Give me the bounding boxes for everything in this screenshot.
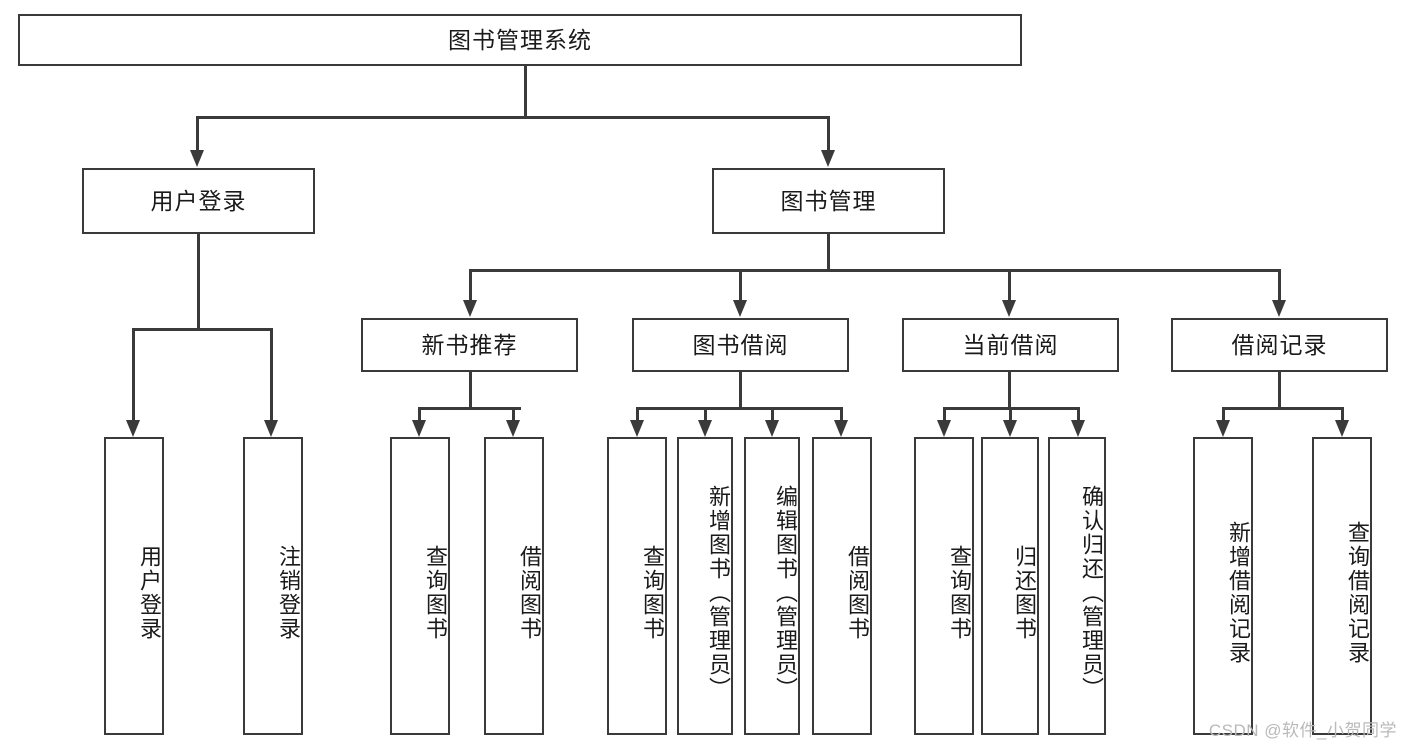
connector-book-mgmt-stem xyxy=(827,234,830,270)
arrow-to-leaf-borrow-book-2 xyxy=(834,420,848,437)
leaf-user-login[interactable]: 用户登录 xyxy=(104,437,164,735)
arrow-to-leaf-query-record xyxy=(1335,420,1349,437)
leaf-edit-book-admin[interactable]: 编辑图书（管理员） xyxy=(744,437,800,735)
connector-drop-user-login xyxy=(196,116,199,150)
connector-drop-leaf-query-record xyxy=(1341,407,1344,420)
node-label: 图书管理 xyxy=(780,187,877,214)
node-user-login[interactable]: 用户登录 xyxy=(82,168,315,234)
leaf-confirm-return-admin[interactable]: 确认归还（管理员） xyxy=(1048,437,1106,735)
node-label: 当前借阅 xyxy=(962,331,1059,358)
arrow-to-leaf-query-book-1 xyxy=(412,420,426,437)
node-label: 确认归还（管理员） xyxy=(1079,485,1104,701)
connector-drop-new-books xyxy=(469,269,472,300)
node-book-management[interactable]: 图书管理 xyxy=(712,168,945,234)
connector-drop-leaf-confirm-return xyxy=(1077,407,1080,420)
connector-bus-level3 xyxy=(469,269,1280,272)
arrow-to-user-login xyxy=(190,150,204,167)
arrow-to-current-borrow xyxy=(1002,300,1016,317)
arrow-to-leaf-add-book xyxy=(698,420,712,437)
node-book-borrow[interactable]: 图书借阅 xyxy=(632,318,849,372)
connector-new-books-stem xyxy=(469,372,472,408)
connector-current-borrow-stem xyxy=(1008,372,1011,408)
arrow-to-borrow-records xyxy=(1272,300,1286,317)
leaf-borrow-book-borrow[interactable]: 借阅图书 xyxy=(812,437,872,735)
arrow-to-leaf-edit-book xyxy=(765,420,779,437)
arrow-to-borrow xyxy=(733,300,747,317)
node-label: 查询图书 xyxy=(947,545,972,641)
leaf-logout[interactable]: 注销登录 xyxy=(243,437,303,735)
connector-user-login-stem xyxy=(197,234,200,329)
leaf-query-book-current[interactable]: 查询图书 xyxy=(914,437,974,735)
node-label: 新增图书（管理员） xyxy=(706,485,731,701)
connector-drop-borrow xyxy=(739,269,742,300)
arrow-to-leaf-query-book-2 xyxy=(630,420,644,437)
node-label: 编辑图书（管理员） xyxy=(773,485,798,701)
node-label: 借阅图书 xyxy=(517,545,542,641)
node-label: 新书推荐 xyxy=(421,331,518,358)
connector-bus-new-books-leaves xyxy=(418,407,521,410)
connector-drop-leaf-query-book-2 xyxy=(636,407,639,420)
arrow-to-leaf-borrow-book-1 xyxy=(506,420,520,437)
connector-drop-leaf-add-record xyxy=(1222,407,1225,420)
connector-drop-leaf-query-book-1 xyxy=(418,407,421,420)
connector-bus-borrow-records-leaves xyxy=(1222,407,1341,410)
connector-drop-leaf-logout xyxy=(270,328,273,420)
node-new-book-recommend[interactable]: 新书推荐 xyxy=(361,318,578,372)
node-label: 图书借阅 xyxy=(692,331,789,358)
node-label: 图书管理系统 xyxy=(448,26,592,53)
connector-drop-leaf-borrow-book-1 xyxy=(512,407,515,420)
connector-drop-leaf-user-login xyxy=(132,328,135,420)
leaf-return-book[interactable]: 归还图书 xyxy=(981,437,1039,735)
leaf-query-borrow-record[interactable]: 查询借阅记录 xyxy=(1312,437,1372,735)
connector-drop-leaf-add-book xyxy=(704,407,707,420)
node-label: 注销登录 xyxy=(276,545,301,641)
connector-borrow-stem xyxy=(739,372,742,408)
node-label: 借阅图书 xyxy=(845,545,870,641)
connector-bus-borrow-leaves xyxy=(636,407,842,410)
node-label: 借阅记录 xyxy=(1231,331,1328,358)
connector-root-stem xyxy=(524,66,527,117)
connector-borrow-records-stem xyxy=(1278,372,1281,408)
arrow-to-leaf-confirm-return xyxy=(1071,420,1085,437)
connector-drop-borrow-records xyxy=(1278,269,1281,300)
leaf-borrow-book-recommend[interactable]: 借阅图书 xyxy=(484,437,544,735)
arrow-to-leaf-return-book xyxy=(1003,420,1017,437)
connector-bus-level2 xyxy=(197,116,829,119)
connector-drop-leaf-borrow-book-2 xyxy=(840,407,843,420)
node-label: 新增借阅记录 xyxy=(1226,521,1251,665)
node-label: 用户登录 xyxy=(137,545,162,641)
leaf-add-borrow-record[interactable]: 新增借阅记录 xyxy=(1193,437,1253,735)
arrow-to-leaf-add-record xyxy=(1216,420,1230,437)
node-root-system[interactable]: 图书管理系统 xyxy=(18,14,1022,66)
connector-drop-book-mgmt xyxy=(827,116,830,150)
node-label: 用户登录 xyxy=(150,187,247,214)
arrow-to-leaf-query-book-3 xyxy=(937,420,951,437)
leaf-query-book-borrow[interactable]: 查询图书 xyxy=(607,437,667,735)
connector-drop-leaf-query-book-3 xyxy=(943,407,946,420)
node-label: 查询借阅记录 xyxy=(1345,521,1370,665)
node-borrow-records[interactable]: 借阅记录 xyxy=(1171,318,1388,372)
connector-drop-current-borrow xyxy=(1008,269,1011,300)
arrow-to-leaf-user-login xyxy=(126,420,140,437)
connector-drop-leaf-return-book xyxy=(1009,407,1012,420)
connector-bus-user-login-leaves xyxy=(132,328,272,331)
node-label: 查询图书 xyxy=(423,545,448,641)
leaf-query-book-recommend[interactable]: 查询图书 xyxy=(390,437,450,735)
arrow-to-leaf-logout xyxy=(264,420,278,437)
node-label: 归还图书 xyxy=(1012,545,1037,641)
leaf-add-book-admin[interactable]: 新增图书（管理员） xyxy=(677,437,733,735)
node-current-borrow[interactable]: 当前借阅 xyxy=(902,318,1119,372)
connector-drop-leaf-edit-book xyxy=(771,407,774,420)
arrow-to-book-mgmt xyxy=(821,150,835,167)
arrow-to-new-books xyxy=(463,300,477,317)
node-label: 查询图书 xyxy=(640,545,665,641)
